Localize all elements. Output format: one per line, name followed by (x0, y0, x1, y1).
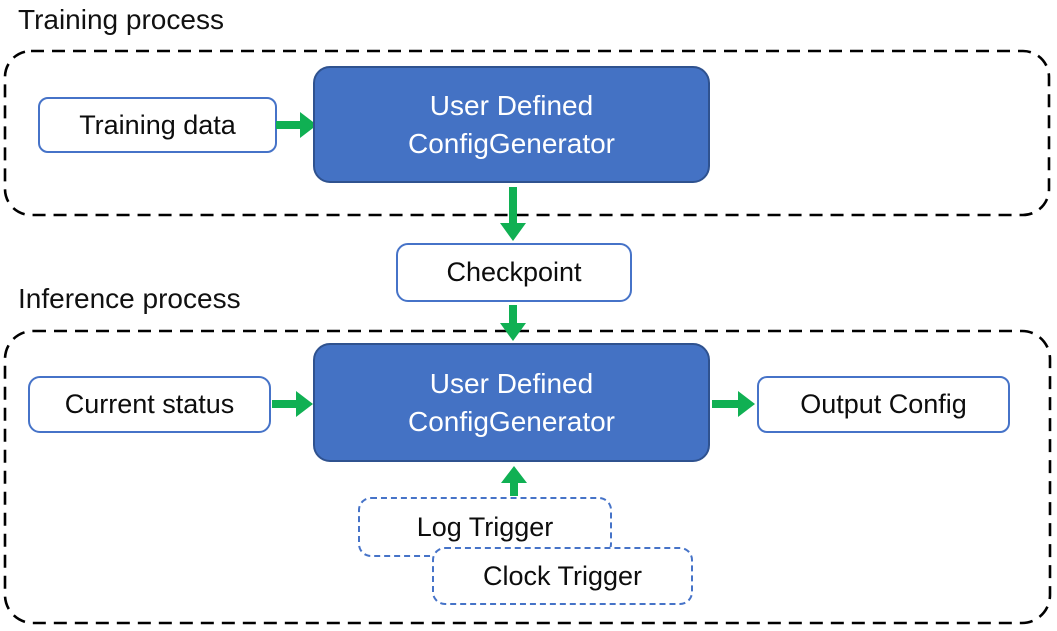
training-data-box: Training data (38, 97, 277, 153)
clock-trigger-label: Clock Trigger (482, 560, 643, 591)
training-configgenerator-line2: ConfigGenerator (407, 127, 615, 159)
inference-process-container (3, 329, 1052, 625)
arrow-right-icon (276, 112, 317, 138)
inference-configgenerator-line1: User Defined (429, 367, 594, 399)
arrow-right-icon (272, 391, 313, 417)
training-process-label: Training process (18, 4, 224, 35)
training-process-container (3, 49, 1051, 217)
training-configgenerator-box: User Defined ConfigGenerator (313, 66, 710, 183)
current-status-box: Current status (28, 376, 271, 433)
arrow-up-icon (501, 466, 527, 496)
checkpoint-label: Checkpoint (446, 257, 582, 287)
inference-configgenerator-line2: ConfigGenerator (407, 405, 615, 437)
arrow-right-icon (712, 391, 755, 417)
inference-process-label: Inference process (18, 283, 241, 314)
training-configgenerator-line1: User Defined (429, 89, 594, 121)
current-status-label: Current status (64, 389, 235, 419)
output-config-box: Output Config (757, 376, 1010, 433)
training-data-label: Training data (79, 109, 236, 140)
arrow-down-icon (500, 187, 526, 241)
arrow-down-icon (500, 305, 526, 341)
checkpoint-box: Checkpoint (396, 243, 632, 302)
log-trigger-label: Log Trigger (416, 511, 554, 542)
output-config-label: Output Config (800, 389, 967, 419)
clock-trigger-box: Clock Trigger (432, 547, 693, 605)
inference-configgenerator-box: User Defined ConfigGenerator (313, 343, 710, 462)
